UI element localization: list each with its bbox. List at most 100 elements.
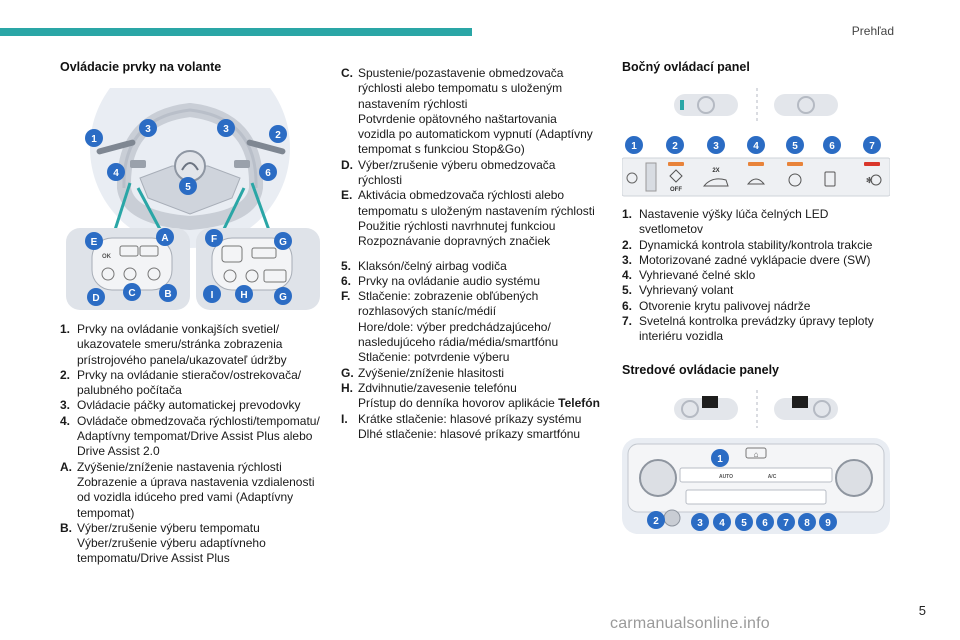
dashboard-left: [674, 94, 738, 116]
list-item: 4. Vyhrievané čelné sklo: [622, 268, 756, 283]
windscreen-heat-icon: [746, 178, 766, 185]
svg-text:5: 5: [741, 518, 747, 529]
zoom-line-right: [220, 187, 246, 234]
badge-center-5: [735, 513, 753, 531]
svg-text:3: 3: [223, 124, 229, 135]
steering-list: 1. Prvky na ovládanie vonkajších svetiel…: [60, 322, 326, 567]
left-temp-knob: [639, 459, 677, 497]
list-item: I. Krátke stlačenie: hlasové príkazy sys…: [341, 411, 582, 441]
shortcut-button-strip: [685, 489, 827, 505]
cruise-button: [147, 267, 161, 281]
list-item: 6. Otvorenie krytu palivovej nádrže: [622, 298, 811, 313]
svg-text:6: 6: [265, 168, 271, 179]
svg-text:1: 1: [717, 454, 723, 465]
list-item: 7. Svetelná kontrolka prevádzky úpravy t…: [622, 314, 874, 344]
svg-text:F: F: [211, 234, 217, 245]
volume-knob: [663, 509, 681, 527]
badge-center-1: [711, 449, 729, 467]
svg-text:8: 8: [804, 518, 810, 529]
horn-pad: [174, 150, 206, 182]
badge-side-3: [707, 136, 725, 154]
list-item: 3. Motorizované zadné vyklápacie dvere (…: [622, 252, 871, 267]
dashboard-right: [774, 398, 838, 420]
list-item: 2. Prvky na ovládanie stieračov/ostrekov…: [60, 367, 302, 398]
badge-side-2: [666, 136, 684, 154]
svg-text:6: 6: [762, 518, 768, 529]
list-item: E. Aktivácia obmedzovača rýchlosti alebo…: [341, 188, 595, 249]
clock-icon: [870, 174, 882, 186]
svg-text:2X: 2X: [712, 168, 719, 174]
zoom-line-right-2: [250, 182, 272, 234]
svg-text:4: 4: [719, 518, 725, 529]
badge-5: [179, 177, 197, 195]
phone-button: [245, 269, 259, 283]
zoom-line-left-2: [136, 187, 164, 234]
badge-4: [107, 163, 125, 181]
side-panel-diagram: 1 2 3 4 5 6 7 OFF 2X ✻: [622, 136, 890, 197]
dashboard-left: [674, 398, 738, 420]
steering-icon-right: [797, 96, 815, 114]
climate-button-strip: [679, 467, 833, 483]
volume-button: [251, 247, 277, 259]
badge-side-1: [625, 136, 643, 154]
svg-text:1: 1: [631, 141, 637, 152]
badge-1: [85, 129, 103, 147]
telefon-app-name: Telefón: [558, 396, 600, 411]
svg-text:7: 7: [869, 141, 875, 152]
tailgate-button: 2X: [702, 168, 729, 187]
headlamp-thumbwheel: [645, 162, 657, 192]
steering-icon-right: [813, 400, 831, 418]
svg-text:2: 2: [653, 516, 659, 527]
badge-side-6: [823, 136, 841, 154]
svg-text:1: 1: [91, 134, 97, 145]
esp-off-button: OFF: [668, 162, 684, 193]
esp-car-icon: [669, 169, 683, 183]
left-paddle: [130, 160, 146, 168]
zoom-line-left: [112, 182, 132, 234]
fuel-pump-icon: [824, 171, 836, 187]
list-item: 2. Dynamická kontrola stability/kontrola…: [622, 237, 873, 252]
steering-icon-left: [681, 400, 699, 418]
svg-text:C: C: [128, 288, 135, 299]
list-item: 1. Prvky na ovládanie vonkajších svetiel…: [60, 322, 287, 367]
steering-controls-title: Ovládacie prvky na volante: [60, 60, 222, 74]
list-item: 4. Ovládače obmedzovača rýchlosti/tempom…: [60, 413, 320, 459]
svg-text:2: 2: [672, 141, 678, 152]
volume-down-button: [263, 269, 287, 283]
svg-text:D: D: [92, 293, 99, 304]
badge-3-left: [139, 119, 157, 137]
tailgate-icon: [702, 178, 729, 187]
badge-G-top: [274, 232, 292, 250]
wheel-heat-icon: [788, 173, 802, 187]
badge-F: [205, 229, 223, 247]
heated-wheel-button: [787, 162, 803, 187]
side-panel-location-diagram: [674, 88, 838, 124]
wipers-stalk: [246, 139, 286, 155]
badge-center-8: [798, 513, 816, 531]
svg-text:A: A: [161, 233, 168, 244]
svg-text:OFF: OFF: [670, 187, 682, 193]
svg-text:4: 4: [753, 141, 759, 152]
set-minus-button: [139, 245, 159, 257]
header-accent-bar: [0, 28, 472, 36]
windscreen-led: [748, 162, 764, 166]
svg-text:7: 7: [783, 518, 789, 529]
svg-text:G: G: [279, 237, 287, 248]
list-item: 6. Prvky na ovládanie audio systému: [341, 273, 541, 288]
list-item: 3. Ovládacie páčky automatickej prevodov…: [60, 398, 301, 413]
badge-center-4: [713, 513, 731, 531]
svg-text:I: I: [211, 290, 214, 301]
audio-scroll-button: [221, 245, 243, 263]
climate-preconditioning-indicator: ✻: [864, 162, 882, 186]
svg-text:4: 4: [113, 168, 119, 179]
svg-text:3: 3: [697, 518, 703, 529]
list-item: 5. Vyhrievaný volant: [622, 283, 734, 298]
right-paddle: [234, 160, 250, 168]
ok-label: OK: [102, 254, 112, 260]
svg-text:B: B: [164, 289, 171, 300]
